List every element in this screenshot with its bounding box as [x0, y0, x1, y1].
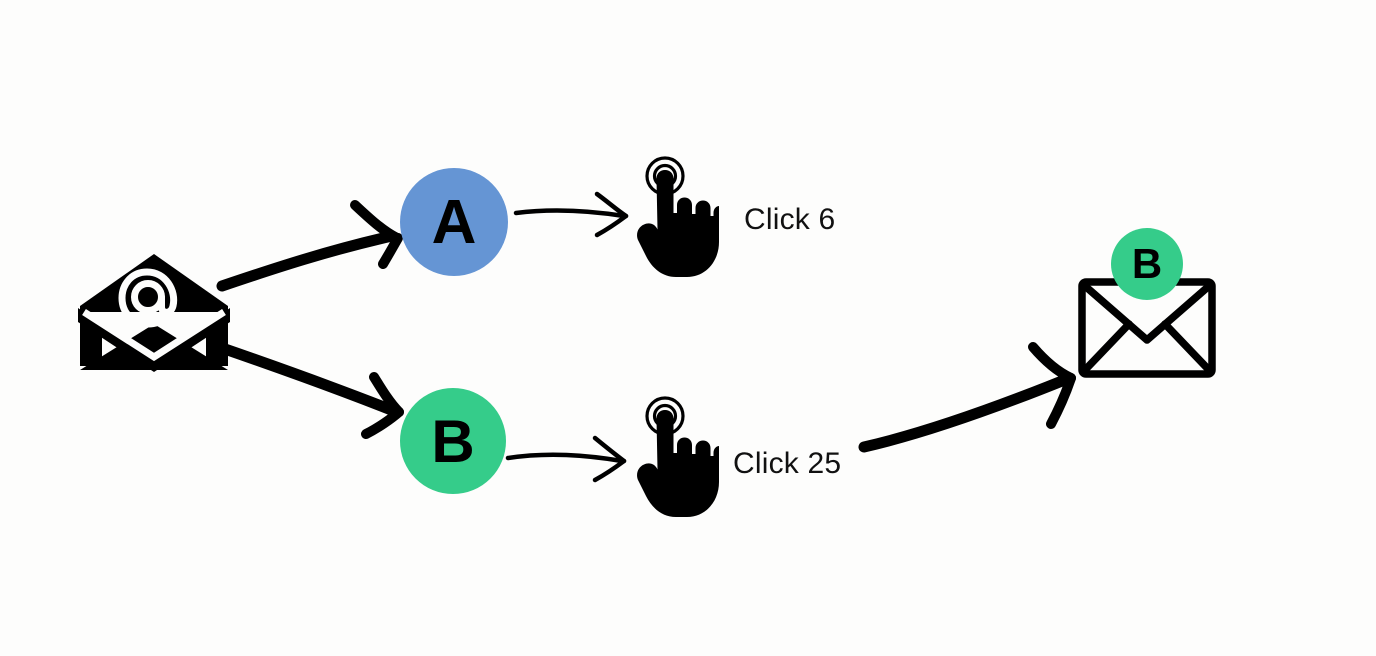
- open-envelope-at-symbol-icon: [78, 252, 230, 372]
- edge-source-to-variant-b: [216, 342, 404, 439]
- circle-badge-a-label: A: [431, 187, 477, 257]
- winner-badge-b[interactable]: B: [1111, 228, 1183, 300]
- circle-badge-a[interactable]: A: [400, 168, 508, 276]
- edge-variant-a-to-click: [513, 191, 629, 238]
- click-count-label-a: Click 6: [744, 203, 836, 236]
- edge-click-b-to-winner: [858, 342, 1076, 453]
- click-count-label-b: Click 25: [733, 447, 842, 480]
- edge-source-to-variant-a: [216, 200, 403, 292]
- winner-badge-b-label: B: [1131, 240, 1163, 287]
- at-symbol-glyph: [118, 268, 178, 328]
- tap-hand-icon: [636, 396, 719, 520]
- outlined-envelope-icon: [1078, 278, 1216, 378]
- circle-badge-b-label: B: [431, 407, 475, 475]
- edge-variant-b-to-click: [505, 435, 627, 483]
- tap-hand-icon: [636, 156, 719, 280]
- circle-badge-b[interactable]: B: [400, 388, 506, 494]
